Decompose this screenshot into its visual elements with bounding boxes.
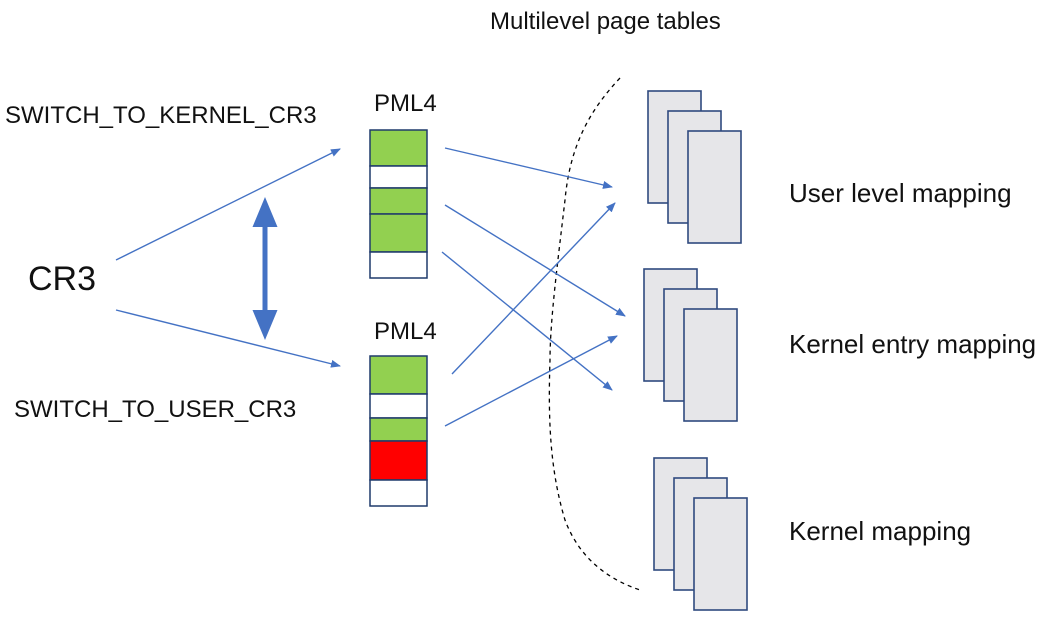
cr3-to-user-pml4-arrow [115,309,341,368]
pml4-user-entry [369,417,428,442]
pml4-kernel-table [369,129,428,279]
cr3-to-kernel-pml4-arrow [115,148,341,261]
pml4-kernel-entry [369,213,428,253]
kernel-entry-mapping-page-stack [643,268,738,422]
pml4-kernel-entry [369,129,428,167]
cr3-label: CR3 [28,260,97,298]
kernel-mapping-page-stack [653,457,748,611]
kernel-pml4-to-kernel-entry-arrow [444,204,626,317]
pml4-kernel-entry [369,187,428,215]
user-pml4-to-user-mapping-arrow [451,202,616,375]
pml4-user-label: PML4 [374,318,437,345]
switch-to-user-cr3-label: SWITCH_TO_USER_CR3 [14,396,297,423]
pml4-kernel-entry [369,251,428,279]
user-kernel-boundary [548,77,641,591]
user-level-mapping-label: User level mapping [789,178,1012,208]
pml4-user-table [369,355,428,507]
pml4-user-entry [369,393,428,419]
switch-to-kernel-cr3-label: SWITCH_TO_KERNEL_CR3 [5,102,317,129]
kernel-mapping-label: Kernel mapping [789,516,972,546]
pml4-user-entry [369,440,428,481]
user-mapping-page-stack [647,90,742,244]
pml4-kernel-label: PML4 [374,90,437,117]
kernel-pml4-to-user-mapping-arrow [444,147,613,189]
user-pml4-to-kernel-entry-arrow [444,335,618,427]
pml4-kernel-entry [369,165,428,189]
kernel-entry-mapping-label: Kernel entry mapping [789,329,1037,359]
pml4-user-entry [369,355,428,395]
kernel-pml4-to-kernel-mapping-arrow [441,251,613,391]
diagram-title: Multilevel page tables [490,8,721,35]
pml4-user-entry [369,479,428,507]
